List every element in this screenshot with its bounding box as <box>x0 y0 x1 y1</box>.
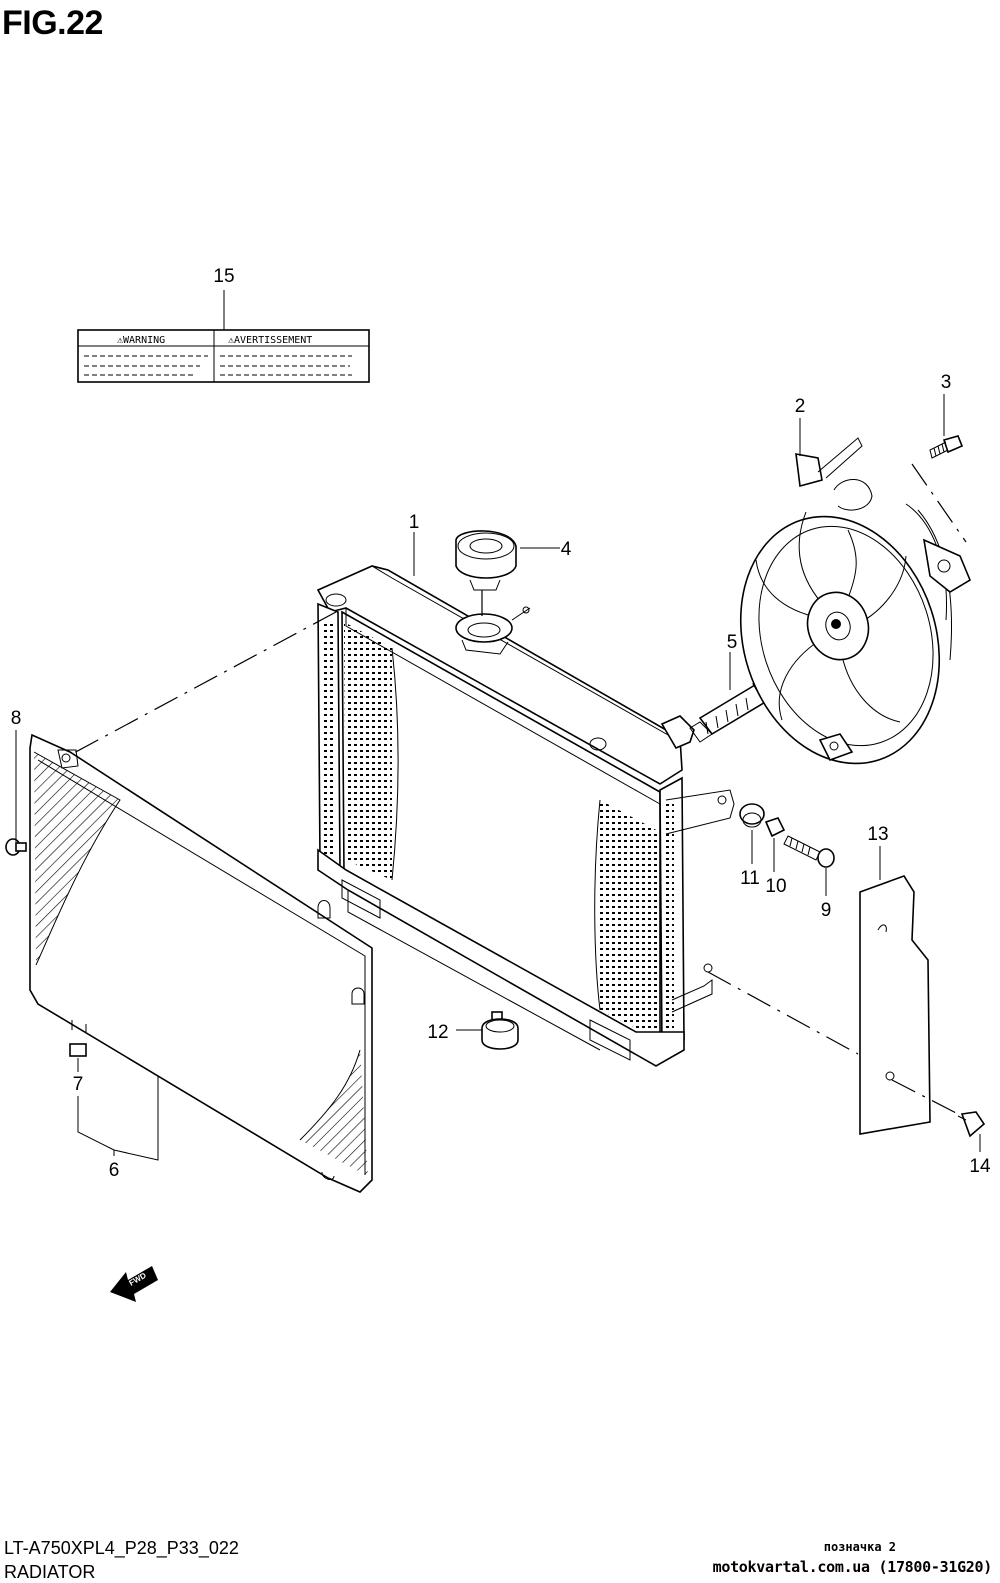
clip-part-7 <box>69 1020 87 1057</box>
collar-part-10 <box>764 817 786 838</box>
callout-2: 2 <box>795 396 806 417</box>
callout-numbers: 15 1 2 3 4 5 8 11 10 9 13 12 7 6 14 <box>11 266 991 1181</box>
radiator-screen-part-6 <box>29 733 373 1193</box>
radiator-part-1 <box>316 565 735 1067</box>
avertissement-heading: ⚠AVERTISSEMENT <box>228 335 312 346</box>
callout-13: 13 <box>867 824 888 845</box>
callout-8: 8 <box>11 708 22 729</box>
watermark-site: motokvartal.com.ua (17800-31G20) <box>712 1558 993 1576</box>
cooling-fan-part-2 <box>739 437 972 765</box>
callout-3: 3 <box>941 372 952 393</box>
radiator-cap-part-4 <box>455 530 517 591</box>
callout-1: 1 <box>409 512 420 533</box>
figure-name: RADIATOR <box>4 1562 96 1582</box>
callout-12: 12 <box>427 1022 448 1043</box>
grommet-part-12 <box>481 1018 519 1050</box>
callout-10: 10 <box>765 876 786 897</box>
bolt-part-9 <box>783 835 835 868</box>
grommet-part-11 <box>739 803 765 828</box>
callout-11: 11 <box>740 868 760 889</box>
bolt-part-3 <box>929 435 964 459</box>
callout-5: 5 <box>727 632 738 653</box>
leader-lines <box>15 290 981 1161</box>
guard-plate-part-13 <box>859 875 931 1135</box>
clip-part-14 <box>957 1111 986 1138</box>
callout-6: 6 <box>109 1160 120 1181</box>
callout-14: 14 <box>969 1156 991 1177</box>
callout-7: 7 <box>73 1074 84 1095</box>
callout-15: 15 <box>213 266 234 287</box>
screw-part-8 <box>5 838 27 856</box>
watermark-mark: позначка 2 <box>823 1540 896 1554</box>
figure-title: FIG.22 <box>2 4 103 42</box>
callout-4: 4 <box>561 539 572 560</box>
warning-label-part-15: ⚠WARNING ⚠AVERTISSEMENT <box>77 329 370 383</box>
fwd-arrow-icon: FWD <box>110 1266 158 1302</box>
warning-heading: ⚠WARNING <box>117 335 165 346</box>
model-code: LT-A750XPL4_P28_P33_022 <box>4 1538 239 1558</box>
callout-9: 9 <box>821 900 832 921</box>
